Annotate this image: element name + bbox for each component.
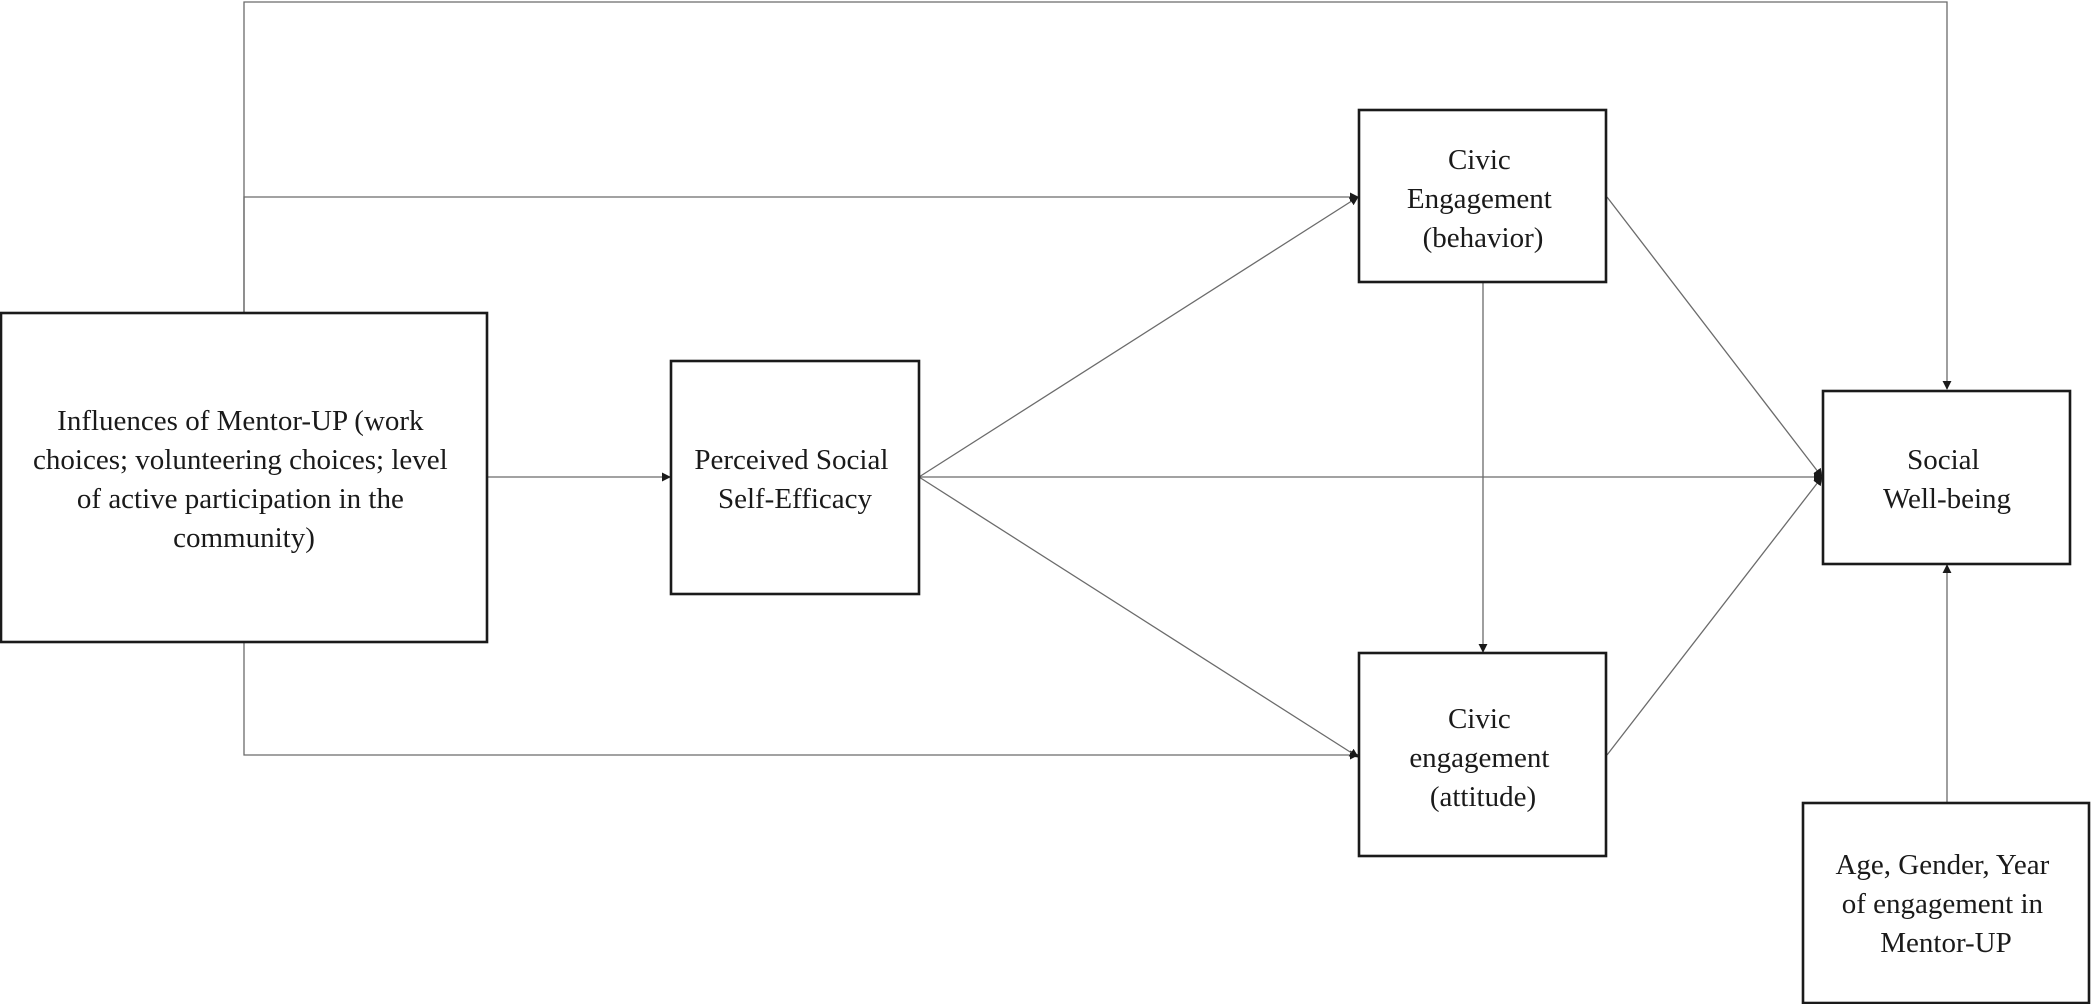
edge-mentor-to-civic-attitude [243,642,1359,760]
node-social-wellbeing-box [1821,389,2072,566]
node-self-efficacy: Perceived Social Self-Efficacy [669,359,921,596]
edge-self-efficacy-to-civic-attitude [918,476,1359,758]
node-self-efficacy-line-1: Perceived Social [694,444,888,476]
node-civic-behavior-line-2: Engagement [1407,183,1552,215]
node-covariates-box [1801,801,2091,1004]
edge-civic-behavior-to-social-wellbeing [1606,196,1823,478]
edge-self-efficacy-to-civic-behavior [918,196,1359,478]
node-self-efficacy-line-2: Self-Efficacy [718,483,873,515]
node-covariates-label: Age, Gender, Year of engagement in Mento… [1835,849,2056,959]
node-covariates: Age, Gender, Year of engagement in Mento… [1801,801,2091,1004]
edge-mentor-to-civic-behavior [243,192,1359,312]
node-civic-behavior-line-3: (behavior) [1423,222,1544,254]
node-self-efficacy-box [669,359,921,596]
node-civic-attitude-label: Civic engagement (attitude) [1409,703,1556,813]
node-mentor-up-box [0,311,489,644]
node-covariates-line-2: of engagement in [1842,888,2044,920]
node-self-efficacy-label: Perceived Social Self-Efficacy [694,444,895,515]
node-civic-behavior-box [1357,108,1608,284]
node-mentor-up-line-1: Influences of Mentor-UP (work [57,405,424,437]
connectors [243,1,1952,802]
node-mentor-up-line-4: community) [173,522,315,554]
node-mentor-up: Influences of Mentor-UP (work choices; v… [0,311,489,644]
node-mentor-up-label: Influences of Mentor-UP (work choices; v… [33,405,455,554]
node-civic-attitude: Civic engagement (attitude) [1357,651,1608,858]
node-social-wellbeing-line-2: Well-being [1883,483,2011,515]
edge-civic-attitude-to-social-wellbeing [1606,476,1823,756]
node-social-wellbeing: Social Well-being [1821,389,2072,566]
node-civic-attitude-line-2: engagement [1409,742,1549,774]
node-mentor-up-line-2: choices; volunteering choices; level [33,444,448,476]
node-social-wellbeing-label: Social Well-being [1883,444,2011,515]
node-covariates-line-3: Mentor-UP [1880,927,2012,959]
node-civic-behavior: Civic Engagement (behavior) [1357,108,1608,284]
node-civic-attitude-line-1: Civic [1448,703,1511,735]
node-covariates-line-1: Age, Gender, Year [1835,849,2049,881]
edge-mentor-to-social-wellbeing [243,1,1952,390]
node-civic-attitude-line-3: (attitude) [1430,781,1536,813]
node-civic-behavior-line-1: Civic [1448,144,1511,176]
node-civic-attitude-box [1357,651,1608,858]
node-civic-behavior-label: Civic Engagement (behavior) [1407,144,1559,254]
node-social-wellbeing-line-1: Social [1907,444,1980,476]
node-mentor-up-line-3: of active participation in the [77,483,404,515]
